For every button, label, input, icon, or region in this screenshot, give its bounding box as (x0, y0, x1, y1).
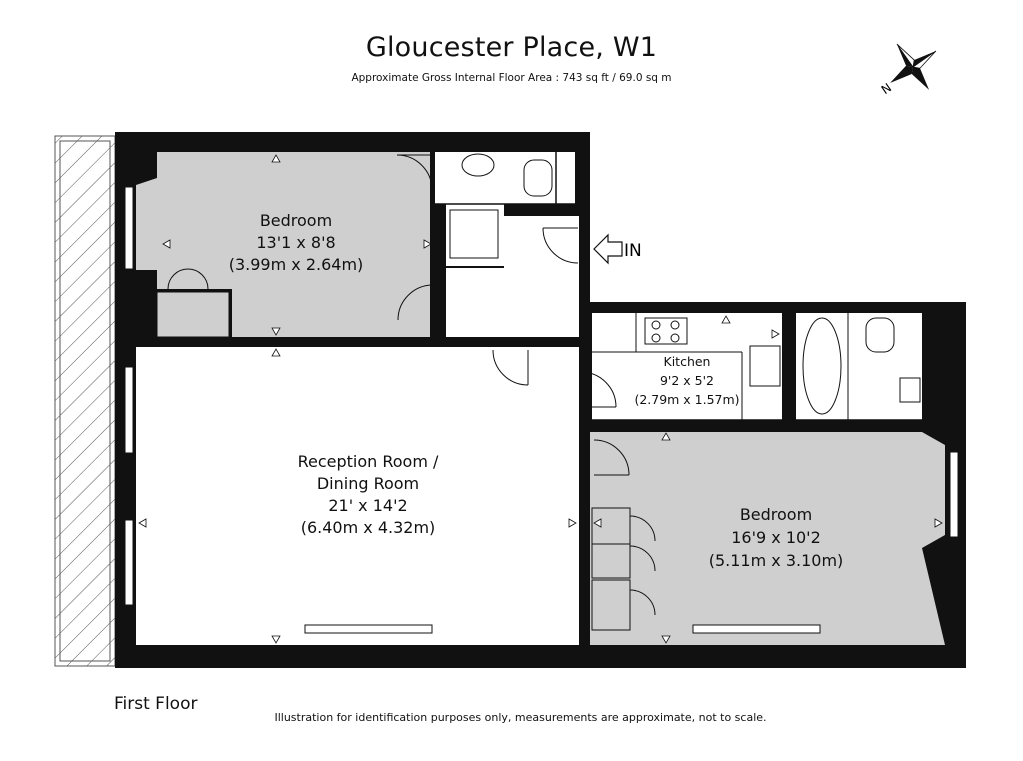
dimension-markers (138, 154, 943, 644)
bedroom-1-wardrobe (156, 291, 230, 338)
disclaimer-text: Illustration for identification purposes… (274, 711, 767, 724)
kitchen-name: Kitchen (664, 354, 711, 369)
ensuite-wc (435, 152, 575, 204)
bedroom-1-floor (136, 152, 430, 337)
bedroom-2-imperial: 16'9 x 10'2 (731, 528, 821, 547)
partitions (124, 152, 959, 634)
bath-basin-icon (899, 377, 921, 403)
bedroom-2-label: Bedroom 16'9 x 10'2 (5.11m x 3.10m) (709, 505, 844, 570)
floor-area-subtitle: Approximate Gross Internal Floor Area : … (351, 72, 672, 84)
basin-icon (461, 153, 495, 177)
sink-icon (749, 345, 781, 387)
reception-name-line2: Dining Room (317, 474, 419, 493)
toilet-icon (523, 159, 553, 197)
bedroom-1-name: Bedroom (260, 211, 332, 230)
fixtures (449, 153, 921, 415)
kitchen-label: Kitchen 9'2 x 5'2 (2.79m x 1.57m) (634, 354, 739, 407)
reception-name-line1: Reception Room / (298, 452, 439, 471)
entrance-arrow-icon (593, 233, 623, 265)
bedroom-1-imperial: 13'1 x 8'8 (256, 233, 335, 252)
bedroom-2-name: Bedroom (740, 505, 812, 524)
plan-title: Gloucester Place, W1 (365, 32, 658, 63)
compass-north-label: N (879, 80, 894, 97)
reception-floor (136, 347, 579, 645)
shower-tray-icon (449, 209, 499, 259)
kitchen-imperial: 9'2 x 5'2 (660, 373, 714, 388)
bedroom-2-floor (590, 432, 945, 645)
bath-icon (802, 317, 842, 415)
hob-icon (644, 317, 688, 345)
hallway (446, 216, 579, 337)
bath-toilet-icon (865, 317, 895, 353)
floor-label: First Floor (114, 694, 198, 714)
bedroom-1-label: Bedroom 13'1 x 8'8 (3.99m x 2.64m) (229, 211, 364, 274)
reception-label: Reception Room / Dining Room 21' x 14'2 … (298, 452, 439, 537)
balcony (54, 135, 116, 667)
bedroom-1-metric: (3.99m x 2.64m) (229, 255, 364, 274)
doors (167, 154, 656, 616)
bedroom-2-metric: (5.11m x 3.10m) (709, 551, 844, 570)
compass-rose-icon (890, 43, 937, 90)
reception-imperial: 21' x 14'2 (328, 496, 407, 515)
kitchen-metric: (2.79m x 1.57m) (634, 392, 739, 407)
reception-metric: (6.40m x 4.32m) (301, 518, 436, 537)
entrance-label: IN (624, 241, 642, 261)
